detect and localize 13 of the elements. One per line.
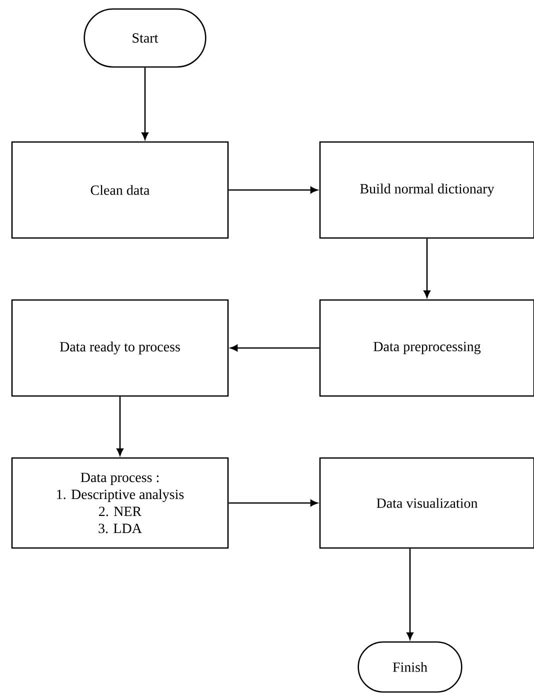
arrow [228, 186, 318, 194]
arrow [142, 68, 148, 140]
arrow [228, 500, 318, 506]
arrow [230, 344, 320, 352]
process-box: Build normal dictionary [319, 141, 534, 239]
process-box: Data ready to process [11, 299, 229, 397]
process-box: Data process : 1. Descriptive analysis 2. NER 3. LDA [11, 457, 229, 549]
process-box: Data visualization [319, 457, 534, 549]
process-box: Data preprocessing [319, 299, 534, 397]
arrow [116, 396, 124, 456]
process-box: Clean data [11, 141, 229, 239]
arrow [406, 548, 414, 640]
arrow [424, 238, 430, 298]
